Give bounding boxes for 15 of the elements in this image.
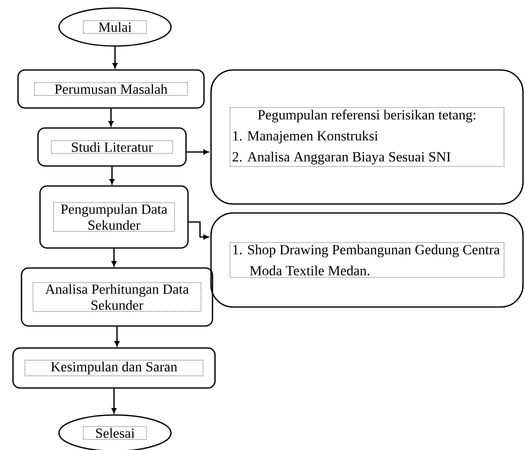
process-box: Kesimpulan dan Saran: [12, 347, 216, 389]
arrow: [108, 108, 114, 126]
process-box: Pengumpulan Data Sekunder: [39, 185, 189, 249]
process-box: Perumusan Masalah: [17, 69, 205, 109]
arrow: [112, 388, 116, 414]
arrow: [110, 166, 114, 184]
arrow: [112, 46, 118, 68]
arrow: [114, 326, 120, 346]
arrow: [188, 221, 209, 240]
note-box: Pegumpulan referensi berisikan tetang: 1. Manajemen Konstruksi 2. Analisa Anggaran Biaya Sesuai SNI: [210, 69, 524, 205]
arrow: [186, 150, 209, 154]
process-box: Analisa Perhitungan Data Sekunder: [20, 267, 214, 327]
arrow: [112, 248, 116, 266]
note-box: 1. Shop Drawing Pembangunan Gedung Centra Moda Textile Medan.: [210, 212, 524, 308]
process-box: Studi Literatur: [37, 127, 187, 167]
